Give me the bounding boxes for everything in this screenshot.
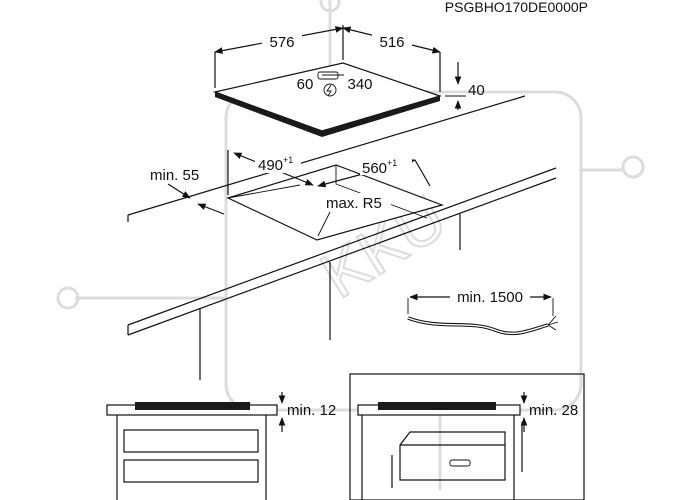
drawer	[123, 459, 259, 483]
model-code: PSGBHO170DE0000P	[445, 0, 588, 15]
worktop	[127, 95, 557, 380]
dim-clearance-right: min. 28	[529, 402, 578, 419]
hob-illustration	[212, 62, 442, 137]
oven-handle	[449, 459, 471, 467]
dim-clearance-left: min. 12	[287, 402, 336, 419]
label-bg	[360, 157, 412, 175]
lightning-bolt	[326, 84, 332, 97]
worktop-front-edge-top	[127, 167, 557, 326]
section-right: min. 28	[349, 373, 585, 500]
watermark-circle-left	[56, 286, 80, 310]
dim-corner-radius: max. R5	[326, 195, 382, 212]
label-bg	[255, 155, 301, 173]
hob-panel-marker	[317, 71, 339, 80]
dim-inner-b: 340	[347, 76, 372, 93]
radius-leader	[317, 211, 331, 237]
ext-line	[414, 159, 431, 187]
dim-width: 576	[269, 34, 294, 51]
label-bg	[323, 193, 391, 211]
worktop-front-edge-bottom	[127, 177, 557, 336]
cable: min. 1500	[407, 289, 559, 336]
dim-height: 40	[468, 82, 485, 99]
worktop-back-edge	[127, 95, 526, 216]
cable-wires	[547, 315, 559, 331]
section-left: min. 12	[106, 392, 336, 500]
oven-body	[399, 431, 506, 481]
dim-cutout-depth: 490+1	[258, 155, 293, 174]
hob-top-surface	[212, 62, 442, 132]
label-bg	[372, 32, 412, 50]
drawer	[123, 429, 259, 453]
watermark-circle-top	[319, 0, 341, 13]
dim-cable-length: min. 1500	[457, 289, 523, 306]
label-bg	[262, 32, 302, 50]
dim-cutout-width: 560+1	[362, 158, 397, 177]
dim-inner-a: 60	[297, 76, 314, 93]
dim-min-edge: min. 55	[150, 167, 199, 184]
cable-highlight	[407, 317, 549, 334]
hob-section	[135, 402, 250, 410]
lightning-icon	[323, 83, 337, 97]
dim-min55-arrow-b	[197, 203, 225, 215]
hob-section	[378, 402, 496, 410]
dim-min55-arrow-a	[167, 183, 191, 199]
detail-frame	[349, 373, 585, 500]
hob-edge	[215, 92, 440, 137]
cutout-inner-wall	[227, 184, 301, 199]
watermark-circle-right	[621, 155, 645, 179]
dim-depth: 516	[379, 34, 404, 51]
